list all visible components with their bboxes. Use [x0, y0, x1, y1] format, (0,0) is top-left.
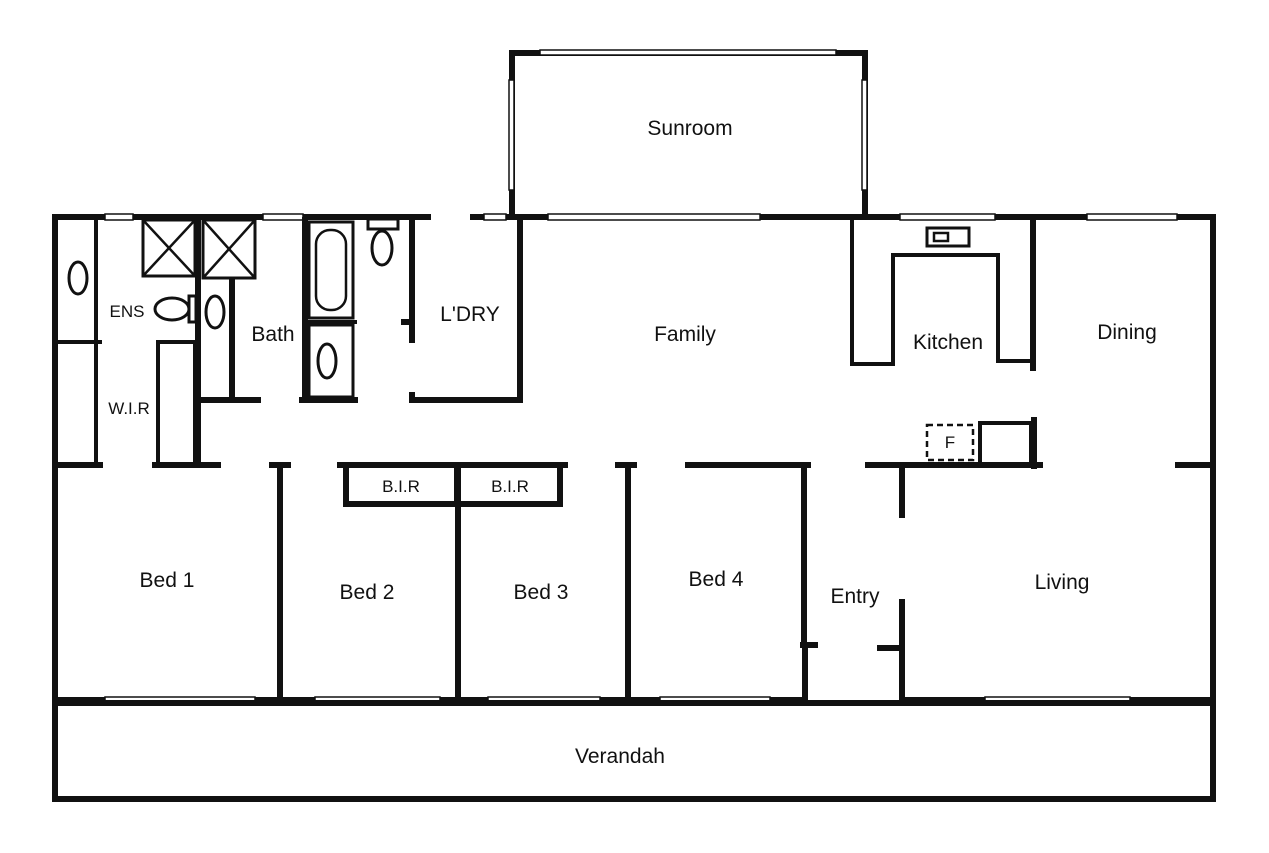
- bedroom-walls: [269, 462, 811, 703]
- wet-area-walls: [55, 215, 523, 468]
- basin-icon: [67, 260, 89, 296]
- label-bed-2: Bed 2: [340, 581, 395, 604]
- basin-icon: [204, 294, 226, 330]
- bir-robes: [343, 462, 563, 507]
- label-sunroom: Sunroom: [647, 117, 732, 140]
- label-bed-3: Bed 3: [514, 581, 569, 604]
- label-bed-1: Bed 1: [140, 569, 195, 592]
- label-bath: Bath: [251, 323, 294, 346]
- label-verandah: Verandah: [575, 745, 665, 768]
- label-laundry: L'DRY: [440, 303, 500, 326]
- top-windows: [104, 213, 1178, 221]
- label-family: Family: [654, 323, 716, 346]
- sunroom-walls: [508, 49, 868, 218]
- basin-icon: [307, 323, 355, 399]
- label-walk-in-robe: W.I.R: [108, 399, 150, 418]
- label-bed-4: Bed 4: [689, 568, 744, 591]
- bathtub-icon: [307, 220, 355, 320]
- shower-icon: [141, 218, 257, 280]
- label-kitchen: Kitchen: [913, 331, 983, 354]
- living-walls: [865, 417, 1213, 703]
- exterior-walls: [52, 214, 1216, 703]
- verandah-outline: [52, 700, 1216, 802]
- label-fireplace: F: [945, 433, 955, 452]
- label-entry: Entry: [830, 585, 880, 608]
- toilet-icon: [366, 217, 400, 267]
- toilet-icon: [153, 294, 198, 324]
- fireplace-icon: [925, 423, 975, 462]
- label-dining: Dining: [1097, 321, 1157, 344]
- label-ensuite: ENS: [110, 302, 145, 321]
- label-bir-2: B.I.R: [491, 477, 529, 496]
- label-living: Living: [1035, 571, 1090, 594]
- label-bir-1: B.I.R: [382, 477, 420, 496]
- kitchen-walls: [850, 217, 1036, 371]
